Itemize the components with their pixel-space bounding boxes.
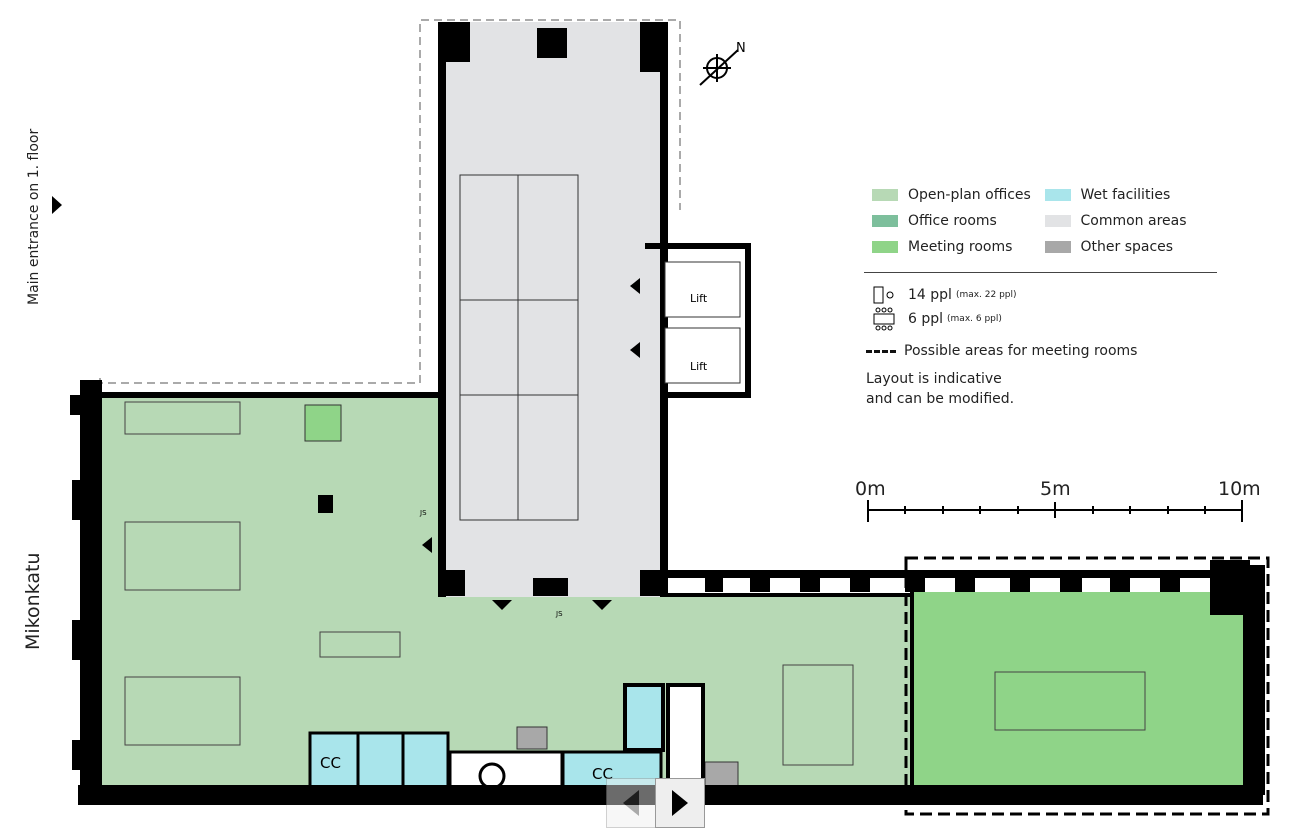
scale-label-5: 5m xyxy=(1040,478,1071,500)
next-button[interactable] xyxy=(655,778,705,828)
capacity-label: 6 ppl xyxy=(908,311,944,327)
legend-label: Office rooms xyxy=(908,213,997,229)
previous-button[interactable] xyxy=(606,778,656,828)
legend-label: Other spaces xyxy=(1080,239,1174,255)
scale-label-10: 10m xyxy=(1218,478,1261,500)
legend-office-rooms: Office rooms xyxy=(872,213,1045,229)
legend-label: Common areas xyxy=(1080,213,1187,229)
stair-core-common-area xyxy=(440,22,665,597)
dashed-line-icon xyxy=(866,349,896,353)
capacity-detail: (max. 6 ppl) xyxy=(947,314,1002,324)
legend-wet: Wet facilities xyxy=(1044,187,1218,203)
legend-other: Other spaces xyxy=(1044,239,1218,255)
shaft xyxy=(666,683,705,787)
legend-open-plan: Open-plan offices xyxy=(872,187,1045,203)
kitchen-counter xyxy=(448,750,564,790)
swatch xyxy=(872,215,898,227)
scale-bar xyxy=(867,500,1243,522)
waste-label: JS xyxy=(555,610,563,618)
note-line: and can be modified. xyxy=(866,391,1015,407)
dashed-label: Possible areas for meeting rooms xyxy=(904,343,1138,359)
window-piers xyxy=(705,570,1180,592)
swatch xyxy=(872,189,898,201)
lift-label: Lift xyxy=(690,360,708,373)
compass-north-label: N xyxy=(736,41,746,56)
sink xyxy=(478,762,506,790)
triangle-left-icon xyxy=(623,790,639,816)
capacity-14: 14 ppl(max. 22 ppl) xyxy=(872,283,1217,307)
legend-label: Open-plan offices xyxy=(908,187,1031,203)
swatch xyxy=(1044,215,1071,227)
legend-divider xyxy=(864,272,1217,273)
capacity-label: 14 ppl xyxy=(908,287,952,303)
main-entrance-label: Main entrance on 1. floor xyxy=(26,128,42,305)
copy-room-label: CC xyxy=(592,765,613,783)
lift-cars xyxy=(664,261,741,384)
staircases xyxy=(459,174,579,521)
legend-label: Meeting rooms xyxy=(908,239,1013,255)
compass-icon xyxy=(699,49,739,86)
note-line: Layout is indicative xyxy=(866,371,1002,387)
street-name-label: Mikonkatu xyxy=(22,552,44,650)
legend-meeting: Meeting rooms xyxy=(872,239,1045,255)
capacity-detail: (max. 22 ppl) xyxy=(955,290,1017,300)
layout-note: Layout is indicative and can be modified… xyxy=(866,369,1217,409)
waste-label: JS xyxy=(419,509,427,517)
entrance-arrows xyxy=(52,196,640,610)
swatch xyxy=(1044,241,1071,253)
legend-label: Wet facilities xyxy=(1080,187,1171,203)
legend: Open-plan offices Wet facilities Office … xyxy=(864,182,1218,409)
triangle-right-icon xyxy=(672,790,688,816)
storage xyxy=(704,761,739,787)
scale-label-0: 0m xyxy=(855,478,886,500)
swatch xyxy=(872,241,898,253)
legend-dashed: Possible areas for meeting rooms xyxy=(866,339,1217,363)
desks xyxy=(124,401,1146,766)
possible-meeting-area xyxy=(904,556,1270,816)
desk-seat-icon xyxy=(873,286,894,304)
lift-label: Lift xyxy=(690,292,708,305)
capacity-6: 6 ppl(max. 6 ppl) xyxy=(872,307,1217,331)
storage xyxy=(516,726,548,750)
legend-common: Common areas xyxy=(1044,213,1218,229)
meeting-table-icon xyxy=(873,307,895,331)
copy-room-label: CC xyxy=(320,754,341,772)
swatch xyxy=(1044,189,1071,201)
phone-booth xyxy=(304,404,342,442)
